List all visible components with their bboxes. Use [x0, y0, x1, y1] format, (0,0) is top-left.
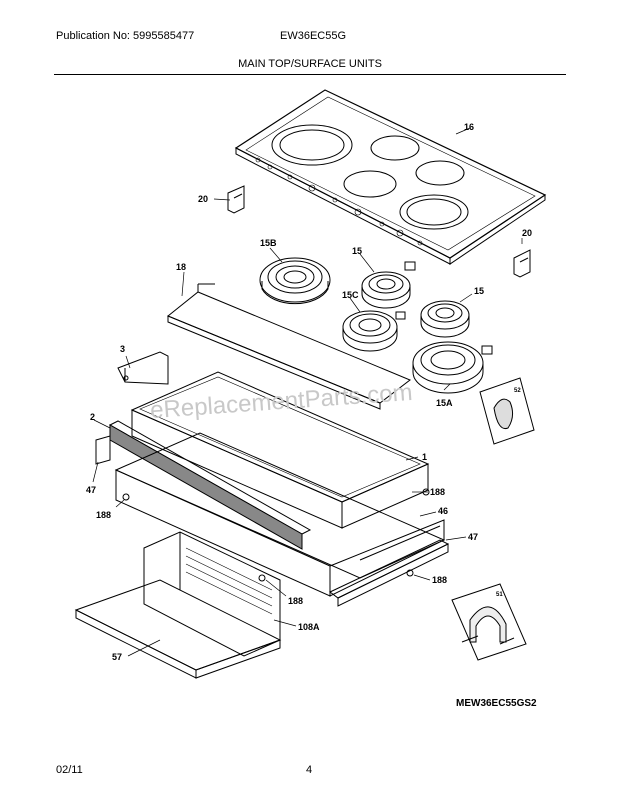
- cooktop-glass: [234, 89, 547, 265]
- publication-number: Publication No: 5995585477: [56, 30, 195, 42]
- diagram-code: MEW36EC55GS2: [456, 698, 537, 709]
- callout-20-left: 20: [198, 194, 208, 204]
- callout-1: 1: [422, 452, 427, 462]
- callout-57: 57: [112, 652, 122, 662]
- callout-15C: 15C: [342, 290, 359, 300]
- support-rail: [167, 283, 411, 410]
- callout-20-right: 20: [522, 228, 532, 238]
- bracket-left: [227, 185, 245, 214]
- exploded-parts-diagram: 16 20 20 18 15B 15 15 15C 15A 3 2 1 47 1…: [74, 89, 547, 679]
- callout-108A: 108A: [298, 622, 320, 632]
- bracket-right: [513, 249, 531, 278]
- callout-188-right: 188: [430, 487, 445, 497]
- section-title: MAIN TOP/SURFACE UNITS: [238, 58, 382, 70]
- side-rail: [329, 539, 450, 607]
- header-rule: [54, 74, 566, 75]
- bracket-3: [117, 351, 169, 385]
- callout-52: 52: [514, 388, 521, 394]
- model-number: EW36EC55G: [280, 30, 347, 42]
- callout-46: 46: [438, 506, 448, 516]
- footer-date: 02/11: [56, 764, 83, 776]
- callout-15-rear: 15: [352, 246, 362, 256]
- callout-188-lower: 188: [432, 575, 447, 585]
- bottom-pan: [74, 531, 282, 679]
- part-52-inset: [479, 377, 535, 445]
- callout-15-front: 15: [474, 286, 484, 296]
- callout-2: 2: [90, 412, 95, 422]
- lower-chassis: [114, 432, 446, 597]
- callout-188-left: 188: [96, 510, 111, 520]
- surface-element-15-rear: [361, 261, 416, 309]
- callout-188-bottom: 188: [288, 596, 303, 606]
- surface-element-15B: [259, 257, 331, 305]
- callout-15B: 15B: [260, 238, 277, 248]
- surface-element-15A: [412, 341, 493, 394]
- callout-16: 16: [464, 122, 474, 132]
- callout-47-left: 47: [86, 485, 96, 495]
- front-trim: [95, 420, 312, 550]
- part-51-inset: [451, 583, 527, 661]
- callout-51: 51: [496, 592, 503, 598]
- burner-box: [130, 371, 430, 529]
- callout-3: 3: [120, 344, 125, 354]
- callout-15A: 15A: [436, 398, 453, 408]
- callout-18: 18: [176, 262, 186, 272]
- surface-element-15-front: [420, 300, 470, 338]
- callout-47-right: 47: [468, 532, 478, 542]
- page-number: 4: [306, 764, 313, 776]
- surface-element-15C: [342, 310, 406, 352]
